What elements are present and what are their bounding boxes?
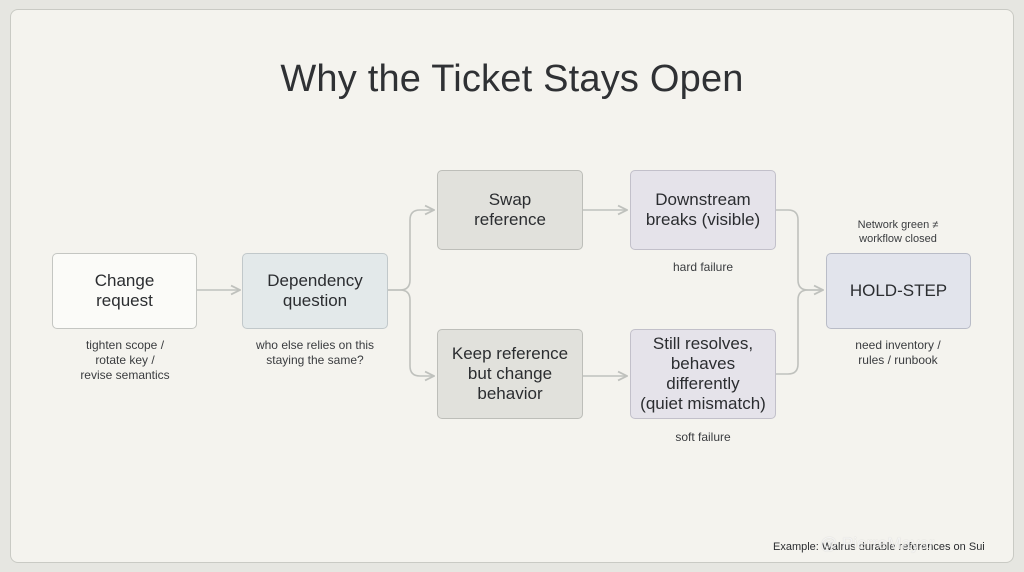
node-hold-step-label: HOLD-STEP: [849, 281, 948, 300]
caption-change-request: tighten scope / rotate key / revise sema…: [80, 338, 170, 382]
arrow-dependency-to-keep: [388, 289, 434, 376]
node-keep-reference-label: Keep reference but change behavior: [451, 344, 569, 403]
caption-hold-step: need inventory / rules / runbook: [855, 338, 941, 367]
watermark: @ PierreMayar: [820, 534, 935, 553]
node-change-request-label: Change request: [94, 271, 155, 310]
node-swap-reference: Swap reference: [437, 170, 583, 250]
diagram-title: Why the Ticket Stays Open: [280, 58, 744, 100]
footnote: Example: Walrus durable references on Su…: [773, 541, 985, 553]
node-dependency-question-label: Dependency question: [267, 271, 363, 310]
node-downstream-breaks: Downstream breaks (visible): [630, 170, 776, 250]
caption-still-resolves: soft failure: [675, 430, 731, 444]
node-swap-reference-label: Swap reference: [474, 190, 546, 229]
node-hold-step: HOLD-STEP: [826, 253, 971, 329]
caption-downstream-breaks: hard failure: [672, 260, 734, 274]
node-still-resolves: Still resolves, behaves differently (qui…: [630, 329, 776, 419]
note-hold-step: Network green ≠ workflow closed: [857, 219, 939, 245]
arrow-downstream-to-hold: [776, 209, 823, 290]
arrow-still-to-hold: [776, 289, 823, 375]
arrow-dependency-to-swap: [388, 210, 434, 291]
caption-dependency-question: who else relies on this staying the same…: [255, 338, 375, 367]
node-change-request: Change request: [52, 253, 197, 329]
node-still-resolves-label: Still resolves, behaves differently (qui…: [640, 334, 766, 413]
node-downstream-breaks-label: Downstream breaks (visible): [645, 190, 761, 229]
node-dependency-question: Dependency question: [242, 253, 388, 329]
node-keep-reference: Keep reference but change behavior: [437, 329, 583, 419]
